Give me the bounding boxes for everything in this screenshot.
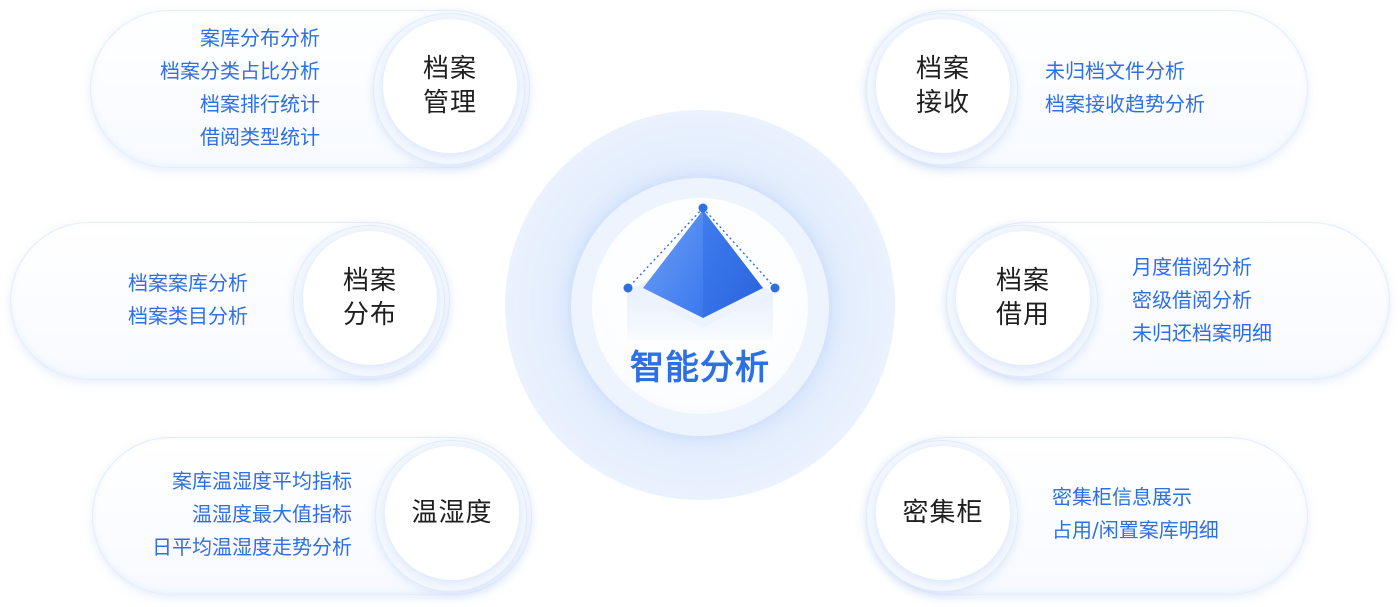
list-item: 日平均温湿度走势分析: [152, 535, 352, 559]
node-archive-receiving-items: 未归档文件分析 档案接收趋势分析: [1045, 55, 1205, 121]
node-archive-borrowing-circle: 档案 借用: [946, 225, 1098, 377]
list-item: 未归还档案明细: [1132, 321, 1272, 345]
pyramid-analysis-icon: [623, 203, 780, 340]
list-item: 档案案库分析: [128, 271, 248, 295]
list-item: 档案排行统计: [200, 92, 320, 116]
list-item: 温湿度最大值指标: [192, 502, 352, 526]
list-item: 借阅类型统计: [200, 125, 320, 149]
node-compact-shelving-title: 密集柜: [902, 498, 984, 528]
node-archive-borrowing-title: 档案 借用: [995, 266, 1050, 330]
node-archive-distribution-items: 档案案库分析 档案类目分析: [128, 267, 248, 333]
node-compact-shelving-circle: 密集柜: [866, 440, 1018, 592]
node-archive-borrowing-items: 月度借阅分析 密级借阅分析 未归还档案明细: [1132, 251, 1272, 350]
list-item: 密集柜信息展示: [1052, 485, 1192, 509]
center-title: 智能分析: [630, 348, 770, 388]
node-temperature-humidity-title: 温湿度: [411, 498, 493, 528]
node-archive-management-items: 案库分布分析 档案分类占比分析 档案排行统计 借阅类型统计: [160, 22, 320, 154]
node-compact-shelving-items: 密集柜信息展示 占用/闲置案库明细: [1052, 481, 1219, 547]
list-item: 月度借阅分析: [1132, 255, 1252, 279]
list-item: 案库分布分析: [200, 26, 320, 50]
node-archive-management-circle: 档案 管理: [373, 13, 525, 165]
node-archive-management-title: 档案 管理: [422, 54, 477, 118]
list-item: 密级借阅分析: [1132, 288, 1252, 312]
list-item: 未归档文件分析: [1045, 59, 1185, 83]
list-item: 档案类目分析: [128, 304, 248, 328]
list-item: 案库温湿度平均指标: [172, 469, 352, 493]
node-archive-distribution-circle: 档案 分布: [293, 225, 445, 377]
node-temperature-humidity-circle: 温湿度: [375, 440, 527, 592]
list-item: 档案分类占比分析: [160, 59, 320, 83]
node-archive-receiving-circle: 档案 接收: [866, 13, 1018, 165]
node-temperature-humidity-items: 案库温湿度平均指标 温湿度最大值指标 日平均温湿度走势分析: [152, 465, 352, 564]
list-item: 占用/闲置案库明细: [1052, 518, 1219, 542]
node-archive-receiving-title: 档案 接收: [915, 54, 970, 118]
list-item: 档案接收趋势分析: [1045, 92, 1205, 116]
node-archive-distribution-title: 档案 分布: [342, 266, 397, 330]
